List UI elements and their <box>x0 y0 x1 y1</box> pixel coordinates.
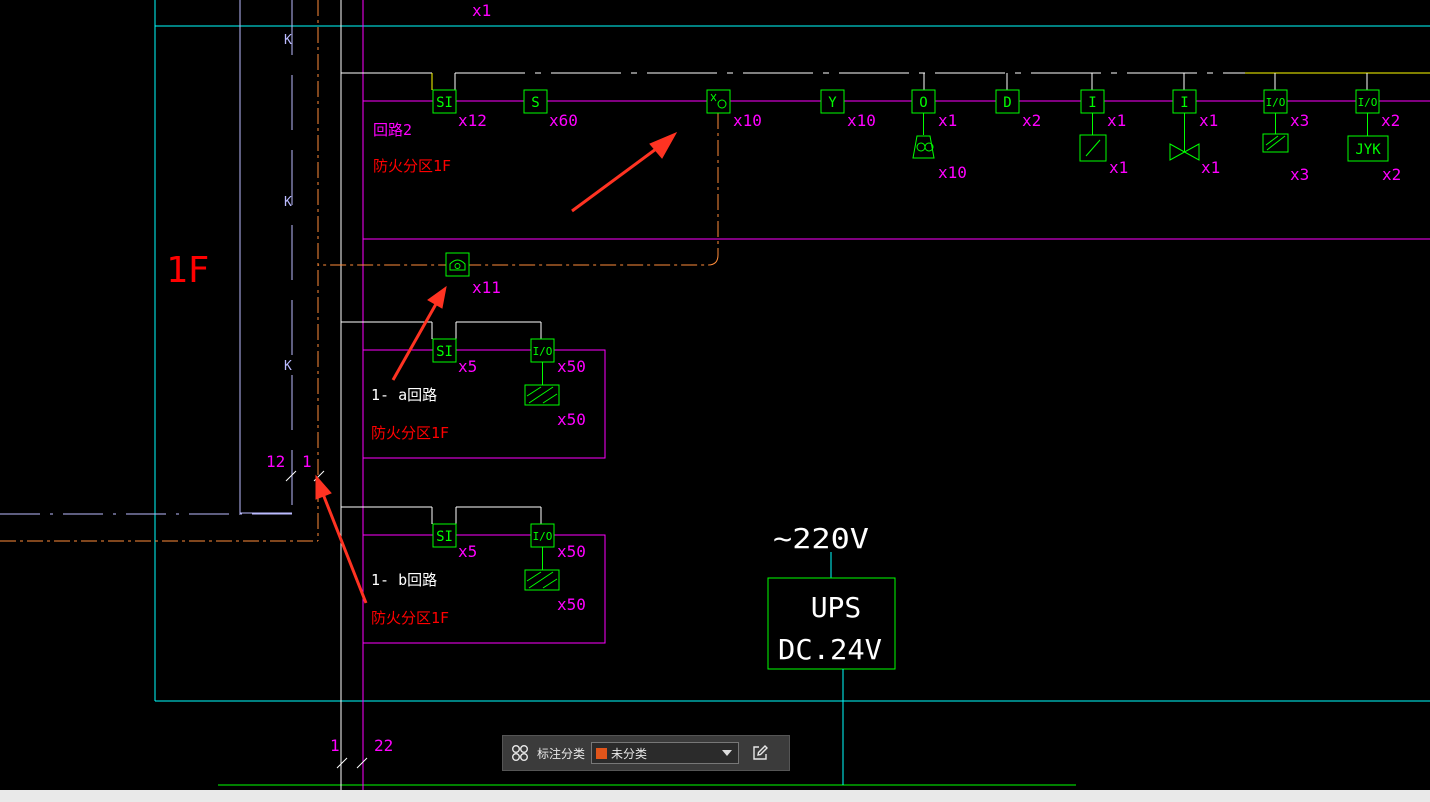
svg-text:I: I <box>1088 95 1096 111</box>
svg-text:x1: x1 <box>1107 111 1126 130</box>
dc-voltage-label: DC.24V <box>778 633 882 666</box>
svg-text:x50: x50 <box>557 357 586 376</box>
device-io-module-1[interactable]: I/O x3 x3 <box>1262 89 1309 184</box>
riser-bottom-left: 1 <box>330 736 340 755</box>
loop1b-zone: 防火分区1F <box>371 609 449 627</box>
device-io-module-2[interactable]: I/O x2 JYK x2 <box>1347 89 1401 184</box>
svg-text:O: O <box>919 95 927 111</box>
svg-text:SI: SI <box>436 344 453 360</box>
svg-text:x10: x10 <box>938 163 967 182</box>
svg-text:x12: x12 <box>458 111 487 130</box>
device-i-module-1[interactable]: I x1 x1 <box>1079 89 1128 177</box>
device-hydrant-button[interactable]: Y x10 <box>820 89 876 130</box>
loop1a-io[interactable]: I/O x50 x50 <box>524 338 586 429</box>
damper-icon <box>1262 133 1289 153</box>
ups-label: UPS <box>811 591 862 624</box>
svg-text:x2: x2 <box>1022 111 1041 130</box>
device-i-module-2[interactable]: I x1 x1 <box>1169 89 1220 177</box>
svg-text:x11: x11 <box>472 278 501 297</box>
svg-text:I/O: I/O <box>533 530 553 543</box>
loop2-zone: 防火分区1F <box>373 157 451 175</box>
svg-text:I/O: I/O <box>533 345 553 358</box>
svg-text:x50: x50 <box>557 595 586 614</box>
loop1b-si[interactable]: SI x5 <box>432 523 477 561</box>
power-supply[interactable]: ~220V UPS DC.24V <box>767 522 896 785</box>
svg-text:x60: x60 <box>549 111 578 130</box>
riser <box>0 0 368 802</box>
top-count: x1 <box>472 1 491 20</box>
valve-icon <box>1169 140 1200 161</box>
svg-text:x2: x2 <box>1382 165 1401 184</box>
riser-k-marks: K K K <box>284 33 292 374</box>
ac-voltage-label: ~220V <box>773 522 869 555</box>
category-label: 标注分类 <box>537 746 586 761</box>
loop1a-name: 1- a回路 <box>371 386 437 404</box>
loop1b <box>341 506 606 644</box>
grid-icon[interactable] <box>509 742 531 764</box>
status-strip <box>0 790 1430 802</box>
damper-icon <box>524 384 560 406</box>
svg-text:Y: Y <box>828 95 837 111</box>
loop2-bus <box>318 72 1430 266</box>
svg-text:x2: x2 <box>1381 111 1400 130</box>
loop1a <box>341 321 606 459</box>
svg-text:x1: x1 <box>1199 111 1218 130</box>
device-smoke-detector[interactable]: S x60 <box>523 89 578 130</box>
svg-text:x3: x3 <box>1290 165 1309 184</box>
riser-count-left: 12 <box>266 452 285 471</box>
svg-text:x5: x5 <box>458 357 477 376</box>
svg-text:S: S <box>531 95 539 111</box>
heat-detector-icon <box>717 99 727 109</box>
svg-text:K: K <box>284 195 292 210</box>
svg-text:D: D <box>1003 95 1011 111</box>
svg-text:SI: SI <box>436 529 453 545</box>
riser-bottom-right: 22 <box>374 736 393 755</box>
edit-icon[interactable] <box>749 742 771 764</box>
svg-text:I/O: I/O <box>1266 96 1286 109</box>
svg-text:K: K <box>284 359 292 374</box>
floor-label: 1F <box>166 250 209 291</box>
telephone-icon <box>449 259 466 271</box>
loop1a-si[interactable]: SI x5 <box>432 338 477 376</box>
device-d-module[interactable]: D x2 <box>995 89 1041 130</box>
svg-text:x10: x10 <box>847 111 876 130</box>
loop1b-name: 1- b回路 <box>371 571 437 589</box>
svg-text:K: K <box>284 33 292 48</box>
jyk-box <box>1347 135 1389 162</box>
svg-text:x3: x3 <box>1290 111 1309 130</box>
device-heat-detector[interactable]: x10 <box>706 89 762 130</box>
annotation-arrows <box>315 131 678 604</box>
riser-count-right: 1 <box>302 452 312 471</box>
frame-lines <box>154 0 1430 786</box>
damper-icon <box>524 569 560 591</box>
device-telephone[interactable]: x11 <box>445 252 501 297</box>
svg-text:x10: x10 <box>733 111 762 130</box>
loop1a-zone: 防火分区1F <box>371 424 449 442</box>
svg-text:x5: x5 <box>458 542 477 561</box>
category-select[interactable]: 未分类 <box>591 742 740 764</box>
alarm-bell-icon <box>912 135 935 159</box>
svg-text:I: I <box>1180 95 1188 111</box>
svg-text:x50: x50 <box>557 542 586 561</box>
loop2-name: 回路2 <box>373 121 412 139</box>
svg-text:I/O: I/O <box>1358 96 1378 109</box>
svg-text:JYK: JYK <box>1355 142 1381 158</box>
loop1b-io[interactable]: I/O x50 x50 <box>524 523 586 614</box>
flow-switch-icon <box>1079 134 1107 162</box>
svg-text:x1: x1 <box>938 111 957 130</box>
svg-text:x50: x50 <box>557 410 586 429</box>
svg-text:x1: x1 <box>1109 158 1128 177</box>
chevron-down-icon <box>722 750 733 756</box>
category-color-swatch <box>596 747 608 759</box>
svg-text:SI: SI <box>436 95 453 111</box>
annotation-category-toolbar: 标注分类 未分类 <box>502 735 790 771</box>
device-o-module[interactable]: O x1 x10 <box>911 89 967 182</box>
svg-text:x1: x1 <box>1201 158 1220 177</box>
category-selected-value: 未分类 <box>611 746 648 761</box>
device-si[interactable]: SI x12 <box>432 89 487 130</box>
